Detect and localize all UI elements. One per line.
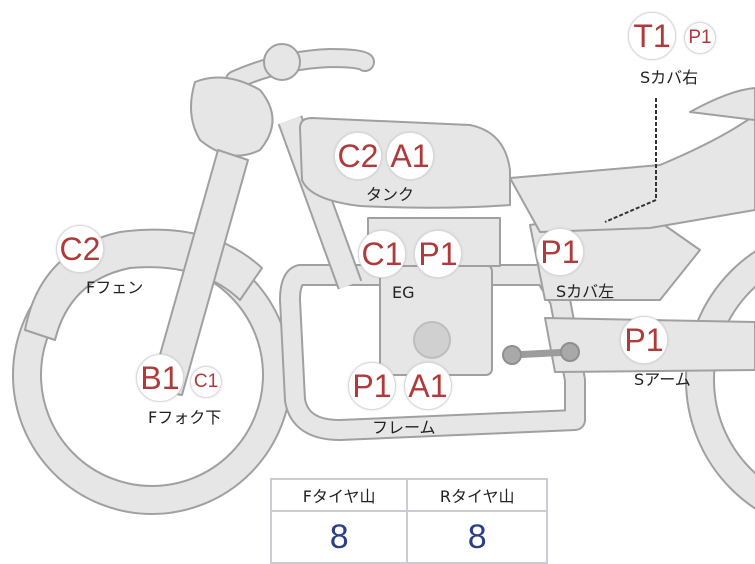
badge-c1: C1 [190, 366, 222, 398]
badge-a1: A1 [404, 362, 452, 410]
rear-tire-tread-header: Rタイヤ山 [406, 478, 548, 512]
front-fork [149, 149, 249, 396]
badge-p1: P1 [536, 228, 584, 276]
badge-p1: P1 [414, 230, 462, 278]
rear-cover-right-label: Sカバ右 [640, 68, 699, 87]
front-fender-label: Fフェン [86, 278, 144, 297]
headlight [190, 76, 274, 157]
tire-tread-table: Fタイヤ山 Rタイヤ山 8 8 [269, 478, 548, 564]
swing-arm-label: Sアーム [634, 370, 691, 389]
front-tire-tread-header: Fタイヤ山 [269, 478, 409, 512]
engine-label: EG [392, 283, 415, 302]
badge-c2: C2 [334, 132, 382, 180]
seat-shape [509, 114, 755, 233]
badge-t1: T1 [628, 12, 676, 60]
front-fork-lower-label: Fフォク下 [148, 408, 222, 427]
badge-a1: A1 [386, 132, 434, 180]
rear-cover-left-label: Sカバ左 [556, 282, 615, 301]
badge-c2: C2 [56, 225, 104, 273]
front-tire-tread-value: 8 [269, 510, 409, 564]
badge-b1: B1 [136, 354, 184, 402]
badge-p1: P1 [620, 316, 668, 364]
rear-tire-tread-value: 8 [406, 510, 548, 564]
frame-label: フレーム [372, 418, 436, 437]
badge-p1: P1 [684, 22, 716, 54]
badge-c1: C1 [358, 230, 406, 278]
tank-label: タンク [366, 185, 415, 204]
badge-p1: P1 [348, 362, 396, 410]
